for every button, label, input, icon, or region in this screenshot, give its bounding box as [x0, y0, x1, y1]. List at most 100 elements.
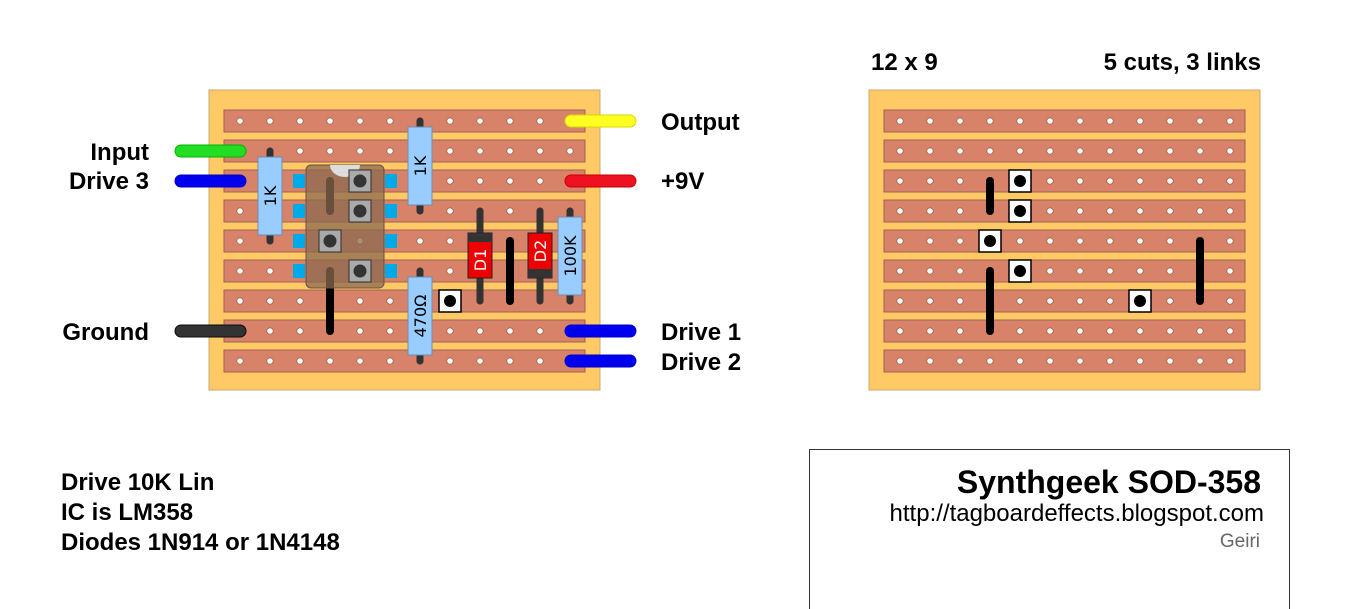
- strip-hole: [1016, 117, 1024, 125]
- strip-hole: [1106, 267, 1114, 275]
- strip-hole: [386, 117, 394, 125]
- strip-hole: [1106, 147, 1114, 155]
- strip-hole: [1106, 297, 1114, 305]
- strip-hole: [536, 357, 544, 365]
- strip-hole: [1106, 237, 1114, 245]
- track-cut-dot: [1014, 205, 1026, 217]
- strip-hole: [1076, 327, 1084, 335]
- strip-hole: [266, 267, 274, 275]
- cuts-links-summary: 5 cuts, 3 links: [1103, 49, 1261, 76]
- wire-label-ground: Ground: [62, 319, 149, 346]
- track-cut-dot: [444, 295, 456, 307]
- blog-url[interactable]: http://tagboardeffects.blogspot.com: [889, 500, 1264, 527]
- strip-hole: [1136, 267, 1144, 275]
- strip-hole: [1016, 237, 1024, 245]
- ic-pin: [293, 174, 305, 188]
- build-notes: Drive 10K Lin IC is LM358 Diodes 1N914 o…: [61, 468, 340, 558]
- copper-strip: [883, 349, 1246, 373]
- strip-hole: [266, 297, 274, 305]
- track-cut-dot: [1014, 265, 1026, 277]
- resistor-label: 100K: [561, 235, 580, 277]
- wire-label-drive-2: Drive 2: [661, 349, 742, 376]
- strip-hole: [446, 267, 454, 275]
- strip-hole: [1196, 207, 1204, 215]
- strip-hole: [926, 297, 934, 305]
- ic-cut-dot: [353, 204, 367, 218]
- diode-label: D1: [471, 249, 490, 272]
- strip-hole: [266, 357, 274, 365]
- strip-hole: [326, 147, 334, 155]
- resistor-body: [257, 156, 283, 236]
- strip-hole: [416, 237, 424, 245]
- resistor-body: [407, 276, 433, 356]
- strip-hole: [446, 207, 454, 215]
- wire-label-9v: +9V: [661, 168, 705, 195]
- strip-hole: [1016, 147, 1024, 155]
- strip-hole: [1076, 357, 1084, 365]
- strip-hole: [926, 357, 934, 365]
- strip-hole: [896, 297, 904, 305]
- strip-hole: [1016, 297, 1024, 305]
- strip-hole: [296, 327, 304, 335]
- strip-hole: [926, 177, 934, 185]
- strip-hole: [1166, 207, 1174, 215]
- strip-hole: [1136, 327, 1144, 335]
- strip-hole: [356, 147, 364, 155]
- strip-hole: [896, 267, 904, 275]
- strip-hole: [236, 267, 244, 275]
- strip-hole: [1136, 357, 1144, 365]
- strip-hole: [1046, 147, 1054, 155]
- strip-hole: [1106, 117, 1114, 125]
- strip-hole: [1046, 117, 1054, 125]
- strip-hole: [1076, 177, 1084, 185]
- strip-hole: [1046, 267, 1054, 275]
- strip-hole: [986, 147, 994, 155]
- strip-hole: [926, 117, 934, 125]
- strip-hole: [1106, 357, 1114, 365]
- strip-hole: [1136, 237, 1144, 245]
- strip-hole: [956, 357, 964, 365]
- strip-hole: [1166, 327, 1174, 335]
- strip-hole: [446, 117, 454, 125]
- strip-hole: [1046, 207, 1054, 215]
- resistor-label: 1K: [411, 155, 430, 176]
- ic-pin: [385, 174, 397, 188]
- strip-hole: [506, 207, 514, 215]
- strip-hole: [1046, 357, 1054, 365]
- strip-hole: [956, 207, 964, 215]
- copper-strip: [223, 289, 586, 313]
- strip-hole: [1226, 297, 1234, 305]
- strip-hole: [896, 237, 904, 245]
- strip-hole: [1046, 237, 1054, 245]
- wire-label-drive-3: Drive 3: [68, 168, 149, 195]
- strip-hole: [1226, 357, 1234, 365]
- cut-board: [868, 89, 1261, 391]
- strip-hole: [956, 267, 964, 275]
- ic-pin: [293, 234, 305, 248]
- strip-hole: [1226, 117, 1234, 125]
- title-box: Synthgeek SOD-358 http://tagboardeffects…: [809, 449, 1290, 609]
- strip-hole: [1076, 147, 1084, 155]
- copper-strip: [883, 259, 1246, 283]
- strip-hole: [506, 117, 514, 125]
- strip-hole: [926, 267, 934, 275]
- strip-hole: [506, 357, 514, 365]
- diode-cathode-band: [468, 233, 492, 242]
- strip-hole: [326, 117, 334, 125]
- resistor-label: 1K: [261, 185, 280, 206]
- strip-hole: [1106, 177, 1114, 185]
- track-cut-dot: [984, 235, 996, 247]
- strip-hole: [1046, 327, 1054, 335]
- strip-hole: [1226, 237, 1234, 245]
- strip-hole: [956, 297, 964, 305]
- strip-hole: [896, 207, 904, 215]
- strip-hole: [1166, 237, 1174, 245]
- wire-label-drive-1: Drive 1: [661, 319, 742, 346]
- strip-hole: [536, 117, 544, 125]
- project-title: Synthgeek SOD-358: [956, 464, 1261, 500]
- strip-hole: [446, 177, 454, 185]
- author-name: Geiri: [1219, 531, 1260, 552]
- strip-hole: [956, 237, 964, 245]
